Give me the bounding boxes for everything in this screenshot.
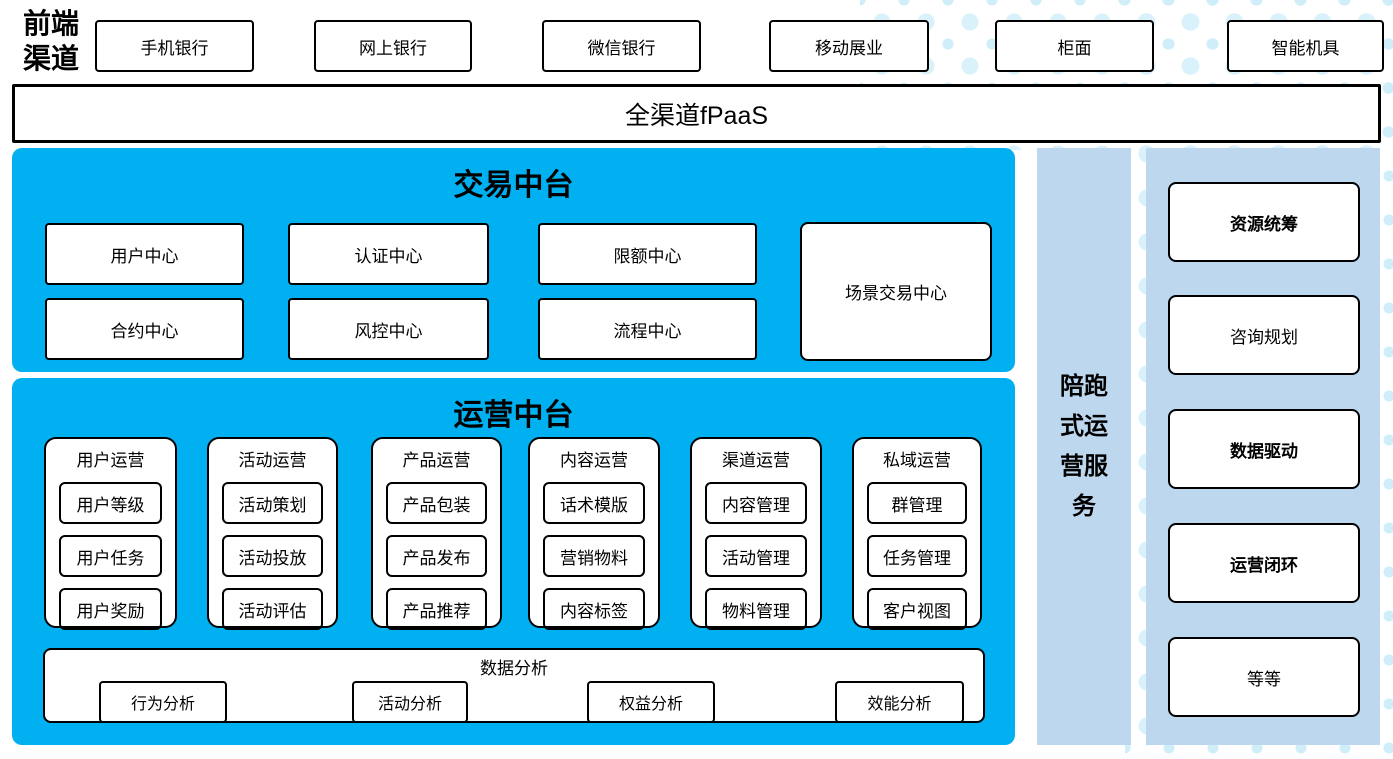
companion-service-bar-line: 务 <box>1072 492 1096 520</box>
ops-group-item: 营销物料 <box>543 535 645 577</box>
companion-service-bar-line: 营服 <box>1060 452 1108 480</box>
ops-group-item: 任务管理 <box>867 535 967 577</box>
scene-trade-center-box: 场景交易中心 <box>800 222 992 361</box>
ops-group-item: 客户视图 <box>867 588 967 630</box>
ops-group-private-domain: 私域运营 群管理 任务管理 客户视图 <box>852 437 982 630</box>
ops-group-item: 物料管理 <box>705 588 807 630</box>
ops-platform-title: 运营中台 <box>453 398 574 433</box>
channel-box-smart-device: 智能机具 <box>1227 20 1384 72</box>
center-box-user: 用户中心 <box>45 223 244 285</box>
ops-group-title: 内容运营 <box>560 451 628 470</box>
center-box-limit: 限额中心 <box>538 223 757 285</box>
trade-platform-title: 交易中台 <box>453 168 574 203</box>
service-box-data-driven: 数据驱动 <box>1168 409 1360 489</box>
center-box-auth: 认证中心 <box>288 223 489 285</box>
channel-box-counter: 柜面 <box>995 20 1154 72</box>
ops-group-item: 活动投放 <box>222 535 323 577</box>
ops-group-item: 话术模版 <box>543 482 645 524</box>
ops-group-item: 用户奖励 <box>59 588 162 630</box>
ops-group-item: 产品推荐 <box>386 588 487 630</box>
ops-group-item: 产品包装 <box>386 482 487 524</box>
ops-group-item: 产品发布 <box>386 535 487 577</box>
channel-box-online-bank: 网上银行 <box>314 20 472 72</box>
front-channel-label: 前端 渠道 <box>8 6 94 76</box>
trade-platform-block: 交易中台 用户中心 认证中心 限额中心 合约中心 风控中心 流程中心 场景交易中… <box>12 148 1015 372</box>
ops-group-activity: 活动运营 活动策划 活动投放 活动评估 <box>207 437 338 630</box>
center-box-process: 流程中心 <box>538 298 757 360</box>
ops-group-title: 活动运营 <box>238 451 307 470</box>
ops-group-user: 用户运营 用户等级 用户任务 用户奖励 <box>44 437 177 630</box>
service-box-resource: 资源统筹 <box>1168 182 1360 262</box>
ops-group-item: 用户任务 <box>59 535 162 577</box>
companion-service-bar-line: 陪跑 <box>1060 372 1108 400</box>
ops-group-item: 活动评估 <box>222 588 323 630</box>
ops-group-channel: 渠道运营 内容管理 活动管理 物料管理 <box>690 437 822 630</box>
front-channel-label-line2: 渠道 <box>22 42 79 75</box>
channel-box-mobile-bank: 手机银行 <box>95 20 254 72</box>
companion-service-bar: 陪跑 式运 营服 务 <box>1037 148 1131 745</box>
companion-service-bar-line: 式运 <box>1060 412 1108 440</box>
ops-group-item: 用户等级 <box>59 482 162 524</box>
ops-group-title: 产品运营 <box>402 451 471 470</box>
services-panel: 资源统筹 咨询规划 数据驱动 运营闭环 等等 <box>1146 148 1380 745</box>
center-box-contract: 合约中心 <box>45 298 244 360</box>
ops-group-title: 用户运营 <box>76 451 145 470</box>
service-box-etc: 等等 <box>1168 637 1360 717</box>
channel-box-wechat-bank: 微信银行 <box>542 20 701 72</box>
channel-box-mobile-sales: 移动展业 <box>769 20 929 72</box>
ops-group-item: 活动策划 <box>222 482 323 524</box>
ops-platform-block: 运营中台 用户运营 用户等级 用户任务 用户奖励 活动运营 活动策划 活动投放 … <box>12 378 1015 745</box>
analysis-item-activity: 活动分析 <box>352 681 468 723</box>
data-analysis-title: 数据分析 <box>480 659 548 678</box>
analysis-item-efficiency: 效能分析 <box>835 681 964 723</box>
ops-group-item: 群管理 <box>867 482 967 524</box>
analysis-item-behavior: 行为分析 <box>99 681 227 723</box>
service-box-closed-loop: 运营闭环 <box>1168 523 1360 603</box>
data-analysis-panel: 数据分析 行为分析 活动分析 权益分析 效能分析 <box>43 648 985 723</box>
center-box-risk: 风控中心 <box>288 298 489 360</box>
service-box-consulting: 咨询规划 <box>1168 295 1360 375</box>
ops-group-content: 内容运营 话术模版 营销物料 内容标签 <box>528 437 660 630</box>
ops-group-item: 内容标签 <box>543 588 645 630</box>
fpaas-bar: 全渠道fPaaS <box>12 84 1381 143</box>
ops-group-item: 活动管理 <box>705 535 807 577</box>
ops-group-title: 渠道运营 <box>722 451 790 470</box>
ops-group-item: 内容管理 <box>705 482 807 524</box>
ops-group-title: 私域运营 <box>883 451 951 470</box>
front-channel-label-line1: 前端 <box>22 7 79 40</box>
analysis-item-rights: 权益分析 <box>587 681 715 723</box>
ops-group-product: 产品运营 产品包装 产品发布 产品推荐 <box>371 437 502 630</box>
